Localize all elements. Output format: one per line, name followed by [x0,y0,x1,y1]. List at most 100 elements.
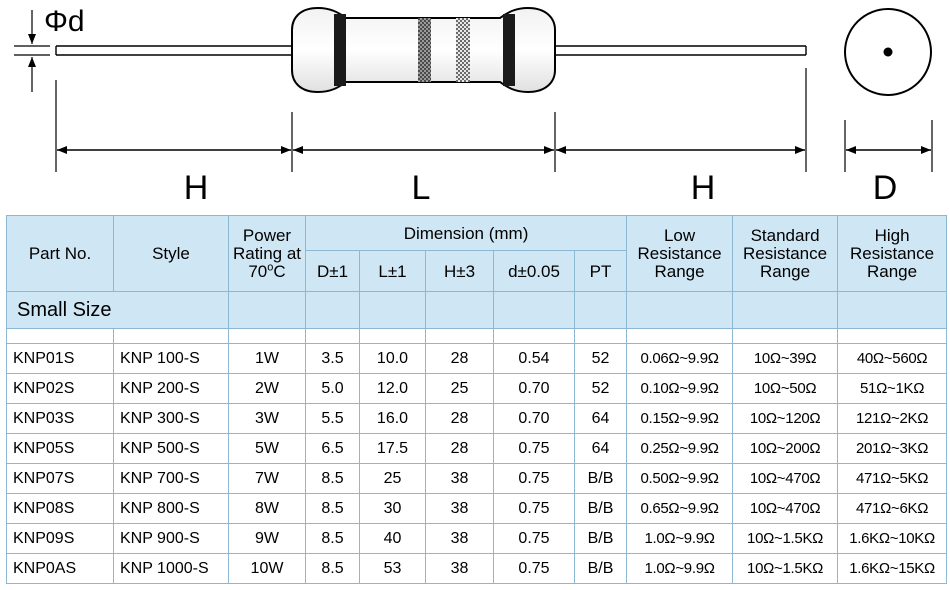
cell-power: 5W [228,433,306,464]
cell-h: 38 [425,463,494,494]
cell-part-no: KNP03S [6,403,114,434]
cell-power: 1W [228,343,306,374]
cell-high-range: 1.6KΩ~15KΩ [837,553,948,584]
cell-power: 8W [228,493,306,524]
cell-h: 28 [425,433,494,464]
lead-wire-right [555,45,807,56]
cell-style: KNP 900-S [113,523,229,554]
header-high-range: High Resistance Range [837,215,948,292]
cell-d: 6.5 [305,433,360,464]
cell-d: 5.5 [305,403,360,434]
header-lead-d: d±0.05 [493,250,575,292]
cell-high-range: 1.6KΩ~10KΩ [837,523,948,554]
cell-standard-range: 10Ω~200Ω [732,433,839,464]
cell-l: 17.5 [359,433,426,464]
cell-style: KNP 300-S [113,403,229,434]
cell-part-no: KNP07S [6,463,114,494]
phi-d-label: Φd [44,5,85,38]
cell-d: 5.0 [305,373,360,404]
cell-standard-range: 10Ω~470Ω [732,463,839,494]
extension-lines [55,68,933,172]
cell-low-range: 1.0Ω~9.9Ω [626,523,734,554]
header-d: D±1 [305,250,360,292]
cell-lead-d: 0.75 [493,493,575,524]
cell-standard-range: 10Ω~470Ω [732,493,839,524]
resistor-body [291,6,556,94]
header-style: Style [113,215,229,292]
cell-standard-range: 10Ω~120Ω [732,403,839,434]
cell-standard-range: 10Ω~39Ω [732,343,839,374]
cell-d: 8.5 [305,493,360,524]
header-power-rating: Power Rating at 70oC [228,215,306,292]
dim-label-h-right: H [691,169,716,207]
header-low-range: Low Resistance Range [626,215,734,292]
cell-style: KNP 200-S [113,373,229,404]
cell-h: 38 [425,493,494,524]
cell-d: 8.5 [305,463,360,494]
cell-h: 38 [425,553,494,584]
cell-part-no: KNP01S [6,343,114,374]
lead-diameter-marker: Φd [14,5,85,92]
header-part-no: Part No. [6,215,114,292]
header-l: L±1 [359,250,426,292]
cell-pt: B/B [573,463,628,494]
cell-pt: 64 [573,403,628,434]
cell-pt: 64 [573,433,628,464]
cell-lead-d: 0.75 [493,433,575,464]
cell-low-range: 0.50Ω~9.9Ω [626,463,734,494]
cell-standard-range: 10Ω~1.5KΩ [732,523,839,554]
section-small-size: Small Size [6,291,229,329]
cell-h: 28 [425,403,494,434]
cell-h: 25 [425,373,494,404]
dim-label-l: L [412,169,431,207]
cell-part-no: KNP08S [6,493,114,524]
cell-power: 9W [228,523,306,554]
cell-pt: B/B [573,523,628,554]
cell-low-range: 0.10Ω~9.9Ω [626,373,734,404]
cell-low-range: 1.0Ω~9.9Ω [626,553,734,584]
color-band-2 [418,18,431,82]
cell-low-range: 0.65Ω~9.9Ω [626,493,734,524]
header-h: H±3 [425,250,494,292]
cell-standard-range: 10Ω~50Ω [732,373,839,404]
cell-style: KNP 500-S [113,433,229,464]
color-band-4 [503,14,515,86]
cell-part-no: KNP0AS [6,553,114,584]
color-band-1 [334,14,346,86]
cell-h: 28 [425,343,494,374]
cell-high-range: 471Ω~6KΩ [837,493,948,524]
cell-power: 3W [228,403,306,434]
dim-label-d: D [873,169,898,207]
section-row: Small Size [6,291,948,329]
resistor-dimension-diagram: Φd H L H D [14,5,933,207]
cell-pt: B/B [573,553,628,584]
cell-part-no: KNP09S [6,523,114,554]
lead-wire-left [55,45,292,56]
cell-standard-range: 10Ω~1.5KΩ [732,553,839,584]
color-band-3 [456,18,470,82]
cell-low-range: 0.25Ω~9.9Ω [626,433,734,464]
cell-power: 2W [228,373,306,404]
cell-lead-d: 0.70 [493,373,575,404]
cell-d: 3.5 [305,343,360,374]
header-dimension: Dimension (mm) [304,215,628,251]
specification-table: Part No. Style Power Rating at 70oC Dime… [6,215,948,584]
cell-l: 10.0 [359,343,426,374]
cell-pt: 52 [573,373,628,404]
cell-part-no: KNP05S [6,433,114,464]
header-pt: PT [573,250,628,292]
cell-high-range: 51Ω~1KΩ [837,373,948,404]
cell-lead-d: 0.75 [493,523,575,554]
cell-lead-d: 0.70 [493,403,575,434]
cell-high-range: 121Ω~2KΩ [837,403,948,434]
cell-low-range: 0.06Ω~9.9Ω [626,343,734,374]
cell-l: 53 [359,553,426,584]
cell-d: 8.5 [305,523,360,554]
cell-lead-d: 0.75 [493,553,575,584]
